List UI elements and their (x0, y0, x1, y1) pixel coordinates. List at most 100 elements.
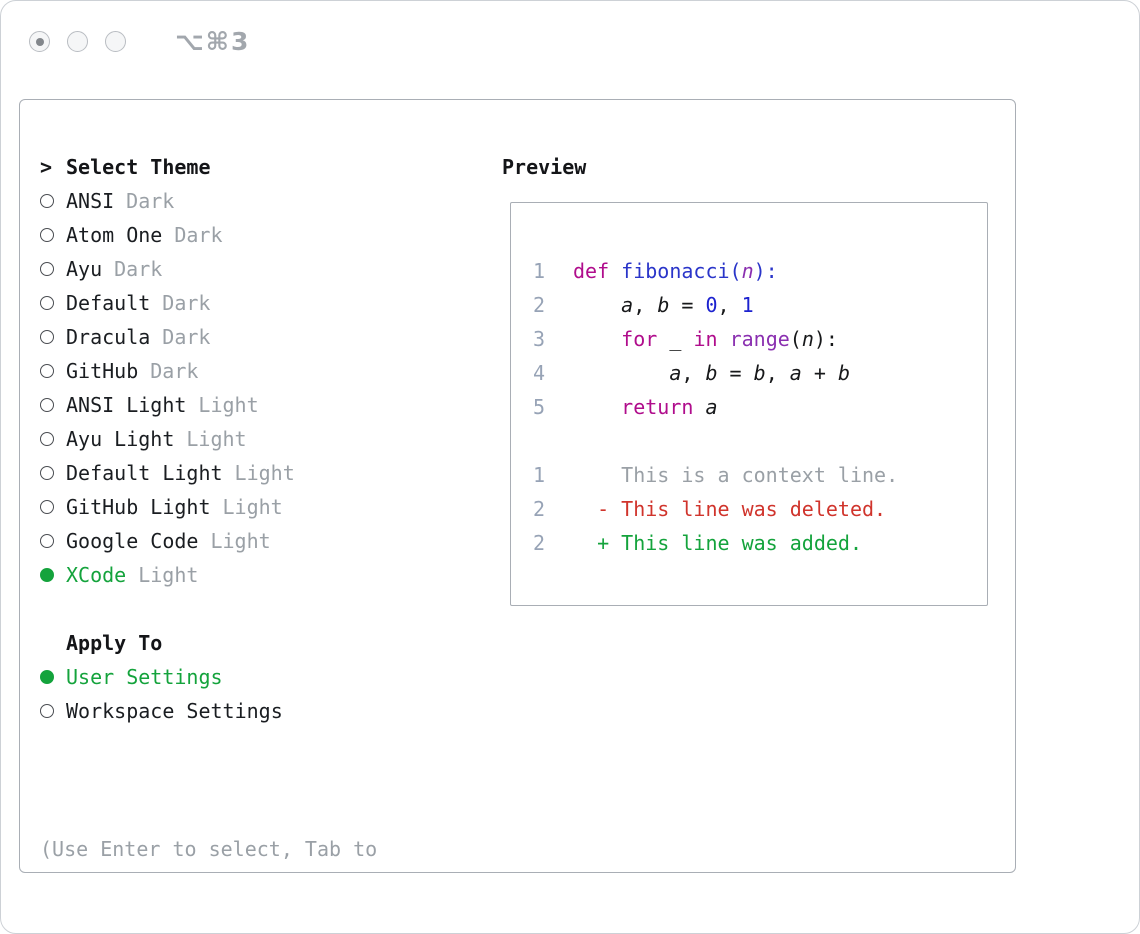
code-line: 1 def fibonacci(n): (533, 254, 987, 288)
code-token: b (753, 361, 766, 385)
window-control-1[interactable] (29, 31, 50, 52)
theme-name: Ayu Light (66, 427, 175, 451)
apply-to-label: User Settings (66, 665, 223, 689)
apply-to-header: Apply To (40, 626, 480, 660)
radio-column (40, 262, 66, 276)
radio-column (40, 704, 66, 718)
theme-variant: Dark (174, 223, 223, 247)
select-theme-title: Select Theme (66, 155, 211, 179)
radio-column (40, 398, 66, 412)
code-token (573, 361, 669, 385)
line-number: 5 (533, 395, 546, 419)
code-token: a (669, 361, 682, 385)
theme-variant: Light (138, 563, 199, 587)
help-text-line-1: (Use Enter to select, Tab to (40, 837, 378, 861)
diff-line-deleted: 2 - This line was deleted. (533, 492, 987, 526)
diff-text: This is a context line. (573, 463, 899, 487)
code-token: fibonacci( (621, 259, 742, 283)
code-token: n (741, 259, 754, 283)
code-line: 4 a, b = b, a + b (533, 356, 987, 390)
theme-variant: Light (234, 461, 295, 485)
code-token (693, 395, 705, 419)
keyboard-shortcut-label: ⌥⌘3 (175, 27, 251, 56)
active-window-dot (35, 37, 44, 46)
spacer (533, 424, 987, 458)
code-token: b (705, 361, 718, 385)
code-token: + (801, 361, 838, 385)
code-token: = (669, 293, 706, 317)
radio-icon (40, 262, 54, 276)
code-token: return (621, 395, 694, 419)
code-token: in (693, 327, 718, 351)
code-token: ): (813, 327, 838, 351)
line-number: 4 (533, 361, 546, 385)
spacer (40, 592, 480, 626)
radio-icon (40, 466, 54, 480)
code-token: for (621, 327, 658, 351)
radio-column (40, 364, 66, 378)
theme-name: XCode (66, 563, 127, 587)
theme-name: GitHub Light (66, 495, 211, 519)
code-token: 0 (705, 293, 718, 317)
theme-option[interactable]: XCode Light (40, 558, 480, 592)
line-number: 3 (533, 327, 546, 351)
apply-to-title: Apply To (66, 631, 163, 655)
code-token: _ (669, 327, 682, 351)
code-line: 3 for _ in range(n): (533, 322, 987, 356)
theme-variant: Dark (114, 257, 163, 281)
code-token (573, 395, 621, 419)
code-token: def (573, 259, 610, 283)
window-control-2[interactable] (67, 31, 88, 52)
radio-selected-icon (40, 568, 54, 582)
code-token: ): (753, 259, 778, 283)
apply-to-option[interactable]: Workspace Settings (40, 694, 480, 728)
preview-title: Preview (502, 155, 587, 179)
theme-variant: Dark (162, 291, 211, 315)
theme-variant: Light (222, 495, 283, 519)
code-token: , (765, 361, 790, 385)
apply-to-option[interactable]: User Settings (40, 660, 480, 694)
code-token: n (801, 327, 814, 351)
theme-variant: Dark (126, 189, 175, 213)
radio-icon (40, 228, 54, 242)
theme-option[interactable]: GitHub Light Light (40, 490, 480, 524)
line-number: 1 (533, 463, 546, 487)
code-token: a (789, 361, 802, 385)
diff-preview: 1 This is a context line. 2 - This line w… (533, 458, 987, 560)
radio-column (40, 500, 66, 514)
spacer (40, 728, 480, 762)
theme-variant: Light (210, 529, 271, 553)
code-line: 2 a, b = 0, 1 (533, 288, 987, 322)
radio-icon (40, 364, 54, 378)
radio-column (40, 228, 66, 242)
radio-icon (40, 704, 54, 718)
code-token: a (705, 395, 718, 419)
theme-variant: Light (186, 427, 247, 451)
line-number: 1 (533, 259, 546, 283)
radio-column (40, 466, 66, 480)
theme-option[interactable]: Ayu Light Light (40, 422, 480, 456)
theme-name: Dracula (66, 325, 151, 349)
diff-text: - This line was deleted. (573, 497, 887, 521)
code-token (609, 259, 621, 283)
radio-icon (40, 432, 54, 446)
code-token (718, 327, 730, 351)
window-control-3[interactable] (105, 31, 126, 52)
radio-column (40, 194, 66, 208)
radio-column (40, 568, 66, 582)
code-token: , (681, 361, 706, 385)
